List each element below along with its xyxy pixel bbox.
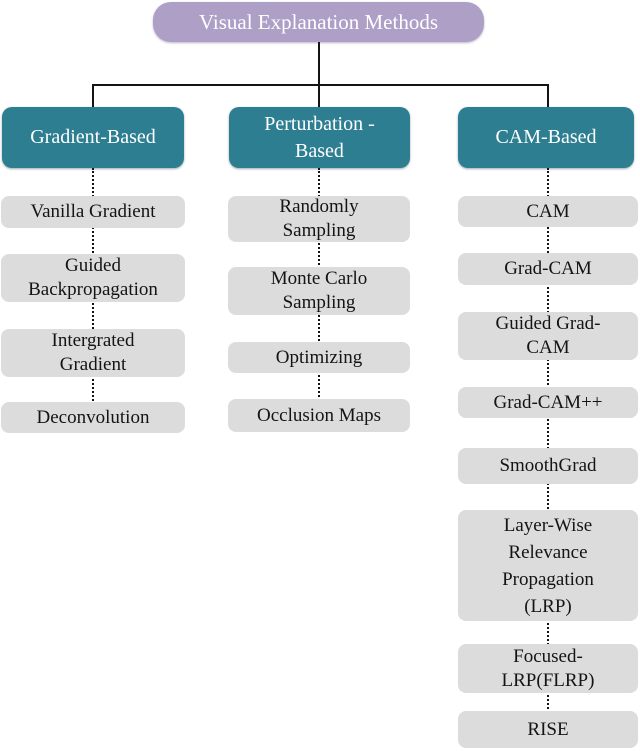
- connector-horizontal: [92, 84, 549, 86]
- node-rise: RISE: [458, 711, 638, 748]
- dotted-line-cam: [547, 168, 549, 713]
- node-vanilla-gradient: Vanilla Gradient: [1, 196, 185, 228]
- branch-header-cam-based: CAM-Based: [458, 107, 634, 168]
- node-grad-cam-plus-plus: Grad-CAM++: [458, 387, 638, 418]
- node-smoothgrad: SmoothGrad: [458, 448, 638, 484]
- node-focused-lrp: Focused- LRP(FLRP): [458, 644, 638, 693]
- node-grad-cam: Grad-CAM: [458, 253, 638, 285]
- node-monte-carlo-sampling: Monte Carlo Sampling: [228, 267, 410, 315]
- branch-header-gradient-based: Gradient-Based: [2, 107, 184, 168]
- connector-drop-gradient: [92, 84, 94, 107]
- node-guided-backpropagation: Guided Backpropagation: [1, 254, 185, 302]
- node-deconvolution: Deconvolution: [1, 402, 185, 433]
- node-optimizing: Optimizing: [228, 342, 410, 373]
- node-intergrated-gradient: Intergrated Gradient: [1, 329, 185, 377]
- node-guided-grad-cam: Guided Grad- CAM: [458, 312, 638, 360]
- connector-drop-cam: [547, 84, 549, 107]
- node-cam: CAM: [458, 196, 638, 227]
- connector-drop-perturbation: [318, 84, 320, 107]
- branch-header-perturbation-based: Perturbation - Based: [229, 107, 410, 168]
- connector-root-vertical: [318, 42, 320, 86]
- node-randomly-sampling: Randomly Sampling: [228, 196, 410, 242]
- root-node: Visual Explanation Methods: [153, 2, 484, 42]
- node-occlusion-maps: Occlusion Maps: [228, 399, 410, 432]
- node-layer-wise-relevance-propagation: Layer-Wise Relevance Propagation (LRP): [458, 510, 638, 621]
